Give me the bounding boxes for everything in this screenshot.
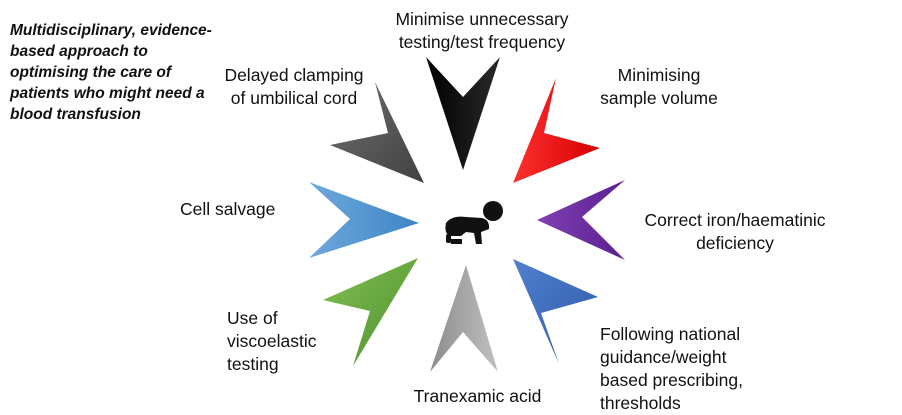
crawling-baby-icon — [445, 201, 503, 244]
label-correct-iron-deficiency: Correct iron/haematinic deficiency — [644, 210, 826, 253]
arrow-top — [426, 57, 500, 170]
arrow-bottom-right — [513, 259, 598, 364]
arrow-top-left — [330, 82, 424, 183]
label-cell-salvage: Cell salvage — [180, 199, 276, 219]
label-tranexamic-acid: Tranexamic acid — [413, 386, 542, 406]
label-viscoelastic-testing: Use of viscoelastic testing — [227, 308, 317, 374]
arrow-bottom — [430, 265, 498, 372]
label-minimising-sample-volume: Minimising sample volume — [600, 65, 718, 108]
arrow-bottom-left — [323, 258, 418, 366]
label-delayed-cord-clamping: Delayed clamping of umbilical cord — [224, 65, 364, 108]
label-minimise-testing: Minimise unnecessary testing/test freque… — [395, 9, 569, 52]
arrow-left — [309, 182, 419, 258]
diagram-title: Multidisciplinary, evidence-based approa… — [10, 22, 212, 123]
label-following-national-guidance: Following national guidance/weight based… — [600, 324, 743, 413]
arrow-right — [537, 180, 625, 260]
arrow-top-right — [513, 78, 600, 183]
